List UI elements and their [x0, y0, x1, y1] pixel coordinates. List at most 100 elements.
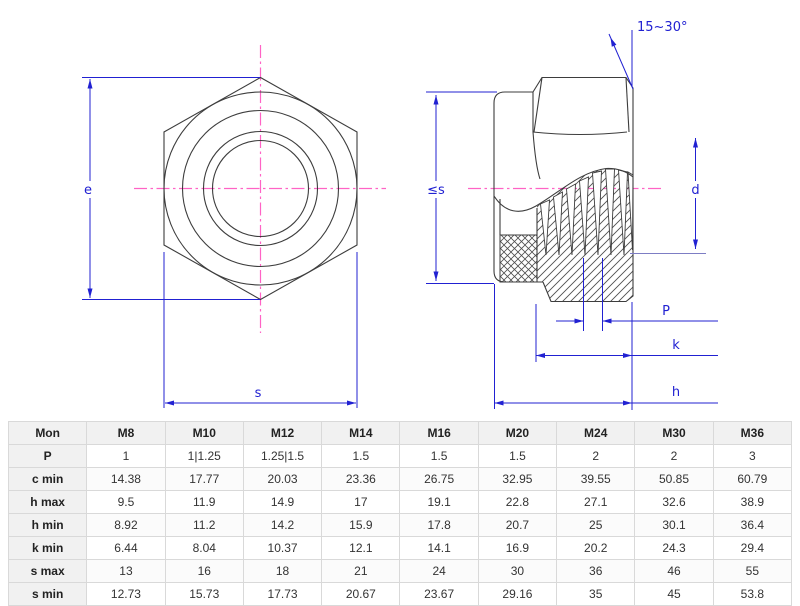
table-cell: 11.2 — [164, 513, 244, 537]
nylon-insert-hatch — [499, 234, 538, 283]
table-cell: 8.04 — [164, 536, 244, 560]
dimensions-table: Mon M8 M10 M12 M14 M16 M20 M24 M30 M36 P… — [7, 421, 793, 606]
dim-s: s — [163, 252, 358, 408]
table-cell: 14.2 — [242, 513, 323, 537]
table-cell: 12.73 — [86, 582, 166, 606]
column-header: M12 — [242, 421, 323, 445]
table-cell: 20.03 — [242, 467, 323, 491]
table-cell: 38.9 — [712, 490, 793, 514]
table-cell: 20.7 — [477, 513, 558, 537]
table-cell: 16 — [164, 559, 244, 583]
table-cell: 32.95 — [477, 467, 558, 491]
table-cell: 14.9 — [242, 490, 323, 514]
table-cell: 16.9 — [477, 536, 558, 560]
row-label: h max — [7, 490, 88, 514]
row-label: h min — [7, 513, 88, 537]
table-cell: 10.37 — [242, 536, 323, 560]
table-cell: 60.79 — [712, 467, 793, 491]
front-centerlines — [134, 45, 386, 333]
table-cell: 50.85 — [634, 467, 714, 491]
table-cell: 30 — [477, 559, 558, 583]
dim-e-label: e — [84, 183, 92, 198]
table-cell: 12.1 — [321, 536, 401, 560]
table-cell: 17.8 — [399, 513, 479, 537]
column-header: M8 — [86, 421, 166, 445]
table-row: h max 9.5 11.9 14.9 17 19.1 22.8 27.1 32… — [7, 490, 793, 514]
table-cell: 46 — [634, 559, 714, 583]
table-cell: 53.8 — [712, 582, 793, 606]
table-cell: 6.44 — [86, 536, 166, 560]
row-label: c min — [7, 467, 88, 491]
hexagon-outline — [163, 76, 358, 301]
table-cell: 2 — [634, 444, 714, 468]
dim-d: d — [630, 138, 706, 254]
dim-h-label: h — [672, 385, 680, 400]
table-row: s max 13 16 18 21 24 30 36 46 55 — [7, 559, 793, 583]
dim-k-label: k — [672, 338, 680, 353]
dim-s-max: ≤s — [422, 91, 497, 284]
table-cell: 1.5 — [321, 444, 401, 468]
dim-k: k — [535, 304, 718, 362]
column-header: M24 — [556, 421, 636, 445]
dim-p: P — [556, 258, 718, 331]
table-cell: 24 — [399, 559, 479, 583]
column-header: Mon — [7, 421, 88, 445]
table-cell: 17 — [321, 490, 401, 514]
table-cell: 2 — [556, 444, 636, 468]
table-cell: 21 — [321, 559, 401, 583]
table-cell: 1.5 — [477, 444, 558, 468]
table-cell: 45 — [634, 582, 714, 606]
table-cell: 29.4 — [712, 536, 793, 560]
table-cell: 29.16 — [477, 582, 558, 606]
table-row: s min 12.73 15.73 17.73 20.67 23.67 29.1… — [7, 582, 793, 606]
column-header: M30 — [634, 421, 714, 445]
table-cell: 14.38 — [86, 467, 166, 491]
table-cell: 18 — [242, 559, 323, 583]
table-cell: 22.8 — [477, 490, 558, 514]
table-cell: 27.1 — [556, 490, 636, 514]
row-label: s max — [7, 559, 88, 583]
dim-angle-label: 15~30° — [637, 20, 687, 35]
table-cell: 17.77 — [164, 467, 244, 491]
table-cell: 3 — [712, 444, 793, 468]
row-label: k min — [7, 536, 88, 560]
dim-s-max-label: ≤s — [427, 183, 445, 198]
dim-e: e — [81, 77, 260, 300]
row-label: P — [7, 444, 88, 468]
column-header: M36 — [712, 421, 793, 445]
table-cell: 19.1 — [399, 490, 479, 514]
table-cell: 30.1 — [634, 513, 714, 537]
table-cell: 32.6 — [634, 490, 714, 514]
table-row: c min 14.38 17.77 20.03 23.36 26.75 32.9… — [7, 467, 793, 491]
table-cell: 26.75 — [399, 467, 479, 491]
table-cell: 25 — [556, 513, 636, 537]
table-row: k min 6.44 8.04 10.37 12.1 14.1 16.9 20.… — [7, 536, 793, 560]
side-view: ≤s d P — [422, 20, 718, 410]
column-header: M20 — [477, 421, 558, 445]
technical-drawing: e s — [81, 20, 718, 410]
table-cell: 17.73 — [242, 582, 323, 606]
table-cell: 9.5 — [86, 490, 166, 514]
dim-h: h — [494, 284, 718, 410]
dim-s-label: s — [255, 386, 262, 401]
table-cell: 55 — [712, 559, 793, 583]
table-cell: 15.9 — [321, 513, 401, 537]
table-header-row: Mon M8 M10 M12 M14 M16 M20 M24 M30 M36 — [7, 421, 793, 445]
table-cell: 36 — [556, 559, 636, 583]
table-cell: 11.9 — [164, 490, 244, 514]
table-cell: 1.5 — [399, 444, 479, 468]
table-cell: 8.92 — [86, 513, 166, 537]
table-cell: 15.73 — [164, 582, 244, 606]
column-header: M16 — [399, 421, 479, 445]
table-row: h min 8.92 11.2 14.2 15.9 17.8 20.7 25 3… — [7, 513, 793, 537]
table-cell: 20.2 — [556, 536, 636, 560]
table-cell: 23.36 — [321, 467, 401, 491]
table-cell: 23.67 — [399, 582, 479, 606]
thread-profile — [540, 168, 634, 256]
table-cell: 36.4 — [712, 513, 793, 537]
table-row: P 1 1|1.25 1.25|1.5 1.5 1.5 1.5 2 2 3 — [7, 444, 793, 468]
dim-p-label: P — [662, 304, 670, 319]
row-label: s min — [7, 582, 88, 606]
table-cell: 1|1.25 — [164, 444, 244, 468]
